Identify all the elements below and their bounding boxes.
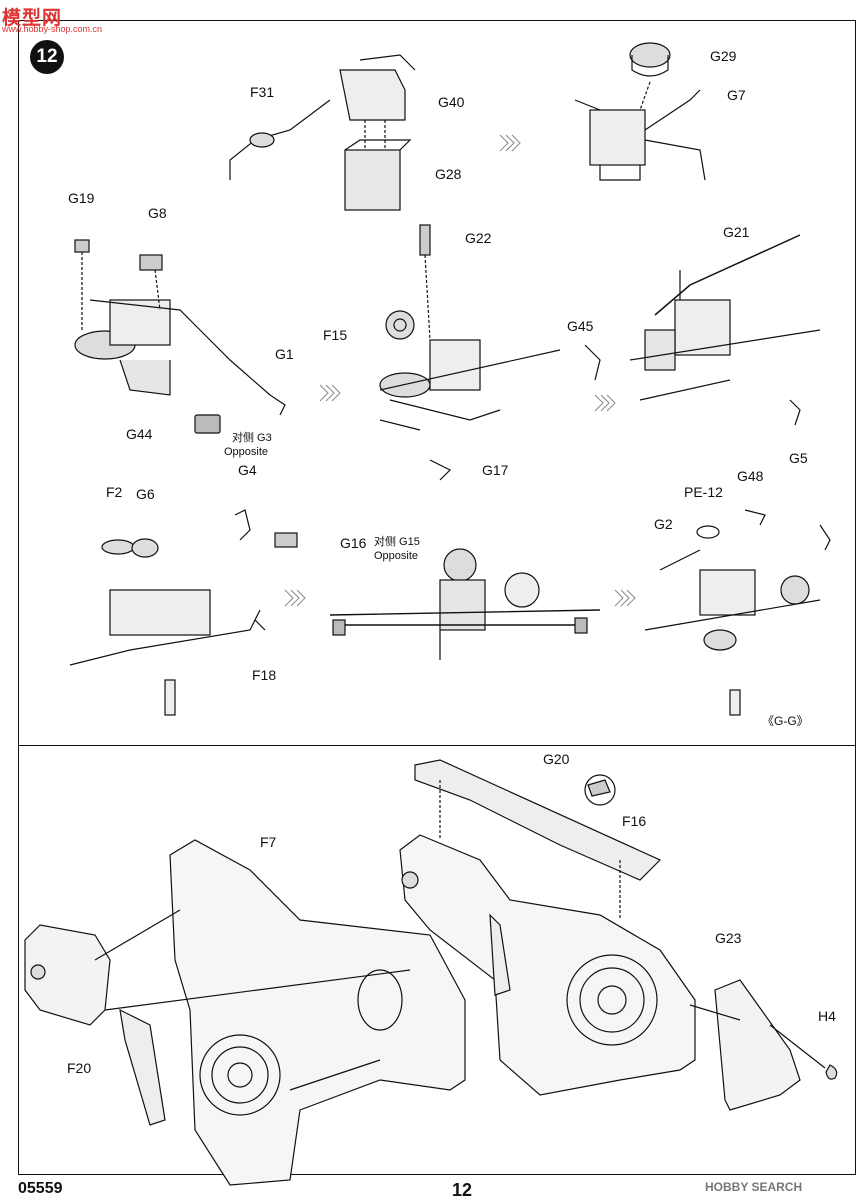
step-arrows xyxy=(284,134,636,607)
label-g44: G44 xyxy=(126,426,153,442)
label-pe12: PE-12 xyxy=(684,484,723,500)
subassembly-f2-g6 xyxy=(69,509,298,716)
label-g8: G8 xyxy=(148,205,167,221)
label-g15-opposite-en: Opposite xyxy=(374,550,419,562)
label-g20: G20 xyxy=(543,751,570,767)
kit-number: 05559 xyxy=(18,1180,63,1197)
label-g29: G29 xyxy=(710,48,737,64)
hull-side-left-exploded xyxy=(24,839,466,1186)
label-g6: G6 xyxy=(136,486,155,502)
label-g15-opposite-cn: 对侧 G15 xyxy=(374,536,420,548)
label-g4: G4 xyxy=(238,462,257,478)
label-f7: F7 xyxy=(260,834,277,850)
label-g22: G22 xyxy=(465,230,492,246)
site-watermark-url: www.hobby-shop.com.cn xyxy=(2,24,103,34)
subassembly-g19-g8 xyxy=(74,239,286,434)
label-f2: F2 xyxy=(106,484,123,500)
label-g3-opposite-en: Opposite xyxy=(224,446,269,458)
label-g2: G2 xyxy=(654,516,673,532)
subassembly-pe12-g48 xyxy=(644,509,831,716)
label-h4: H4 xyxy=(818,1008,836,1024)
page-number: 12 xyxy=(452,1180,473,1200)
rear-plate-g23 xyxy=(689,979,838,1111)
subassembly-g15-axle xyxy=(329,548,601,660)
label-g40: G40 xyxy=(438,94,465,110)
label-g21: G21 xyxy=(723,224,750,240)
view-label-g-g: 《G-G》 xyxy=(762,714,809,728)
label-f31: F31 xyxy=(250,84,275,100)
hobbysearch-watermark: HOBBY SEARCH xyxy=(705,1180,803,1194)
label-f20: F20 xyxy=(67,1060,92,1076)
label-g3-opposite-cn: 对侧 G3 xyxy=(232,432,272,444)
label-g23: G23 xyxy=(715,930,742,946)
subassembly-f31-g40 xyxy=(229,54,416,211)
label-g7: G7 xyxy=(727,87,746,103)
section-divider xyxy=(18,745,856,746)
label-g28: G28 xyxy=(435,166,462,182)
label-g19: G19 xyxy=(68,190,95,206)
subassembly-g29-g7 xyxy=(574,42,706,181)
label-g5: G5 xyxy=(789,450,808,466)
step-number-badge: 12 xyxy=(30,40,64,74)
subassembly-g21-g5 xyxy=(629,234,821,426)
label-g17: G17 xyxy=(482,462,509,478)
label-g1: G1 xyxy=(275,346,294,362)
hull-side-right-assembled xyxy=(399,759,696,1096)
label-g16: G16 xyxy=(340,535,367,551)
label-f18: F18 xyxy=(252,667,277,683)
site-watermark: 模型网 xyxy=(2,8,63,29)
subassembly-g22-f15 xyxy=(379,224,601,481)
label-g48: G48 xyxy=(737,468,764,484)
page-frame xyxy=(18,20,856,1175)
label-f16: F16 xyxy=(622,813,647,829)
label-g45: G45 xyxy=(567,318,594,334)
label-f15: F15 xyxy=(323,327,348,343)
